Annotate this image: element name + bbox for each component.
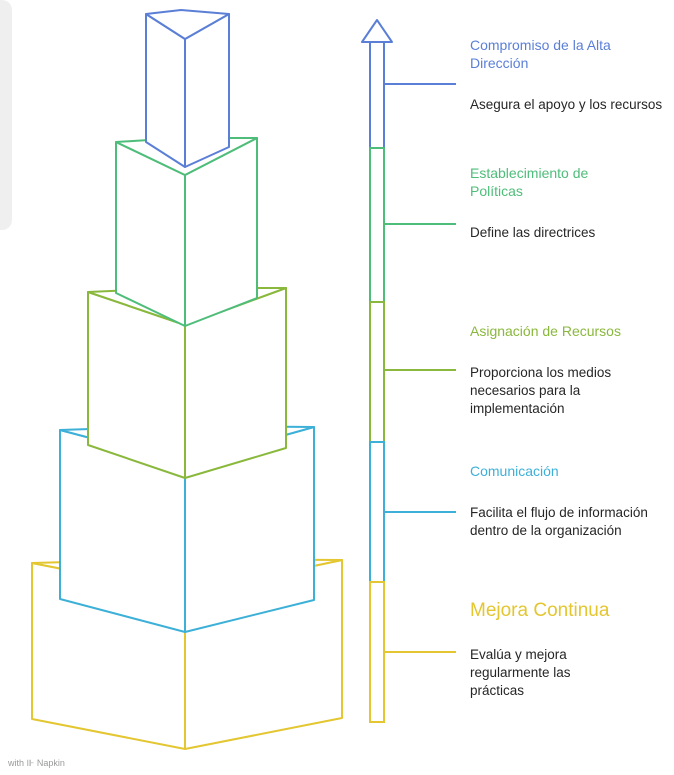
left-panel-edge bbox=[0, 0, 12, 230]
block-level-4 bbox=[59, 425, 315, 633]
block-right-face bbox=[184, 13, 230, 168]
block-top-face bbox=[145, 9, 230, 40]
level-3-title: Asignación de Recursos bbox=[470, 323, 621, 339]
napkin-footer: with ⊪ Napkin bbox=[8, 758, 65, 768]
arrow-segment-level-2 bbox=[369, 147, 385, 303]
arrow-head-icon bbox=[361, 19, 393, 43]
level-4-title: Comunicación bbox=[470, 463, 559, 479]
arrow-segment-level-1 bbox=[369, 41, 385, 149]
arrow-segment-level-5 bbox=[369, 581, 385, 723]
level-3-description: Proporciona los medios necesarios para l… bbox=[470, 365, 612, 416]
block-level-1 bbox=[145, 9, 230, 168]
level-2-description: Define las directrices bbox=[470, 225, 596, 240]
level-2-title: Establecimiento de Políticas bbox=[470, 165, 589, 200]
level-5-title: Mejora Continua bbox=[470, 600, 610, 621]
block-left-face bbox=[145, 13, 186, 168]
level-1-description: Asegura el apoyo y los recursos bbox=[470, 97, 663, 112]
level-5-description: Evalúa y mejora regularmente las práctic… bbox=[470, 647, 571, 698]
level-1-title: Compromiso de la Alta Dirección bbox=[470, 37, 611, 72]
arrow-segment-level-3 bbox=[369, 301, 385, 443]
block-level-2 bbox=[115, 137, 258, 327]
level-4-description: Facilita el flujo de información dentro … bbox=[470, 505, 648, 538]
arrow-segment-level-4 bbox=[369, 441, 385, 583]
